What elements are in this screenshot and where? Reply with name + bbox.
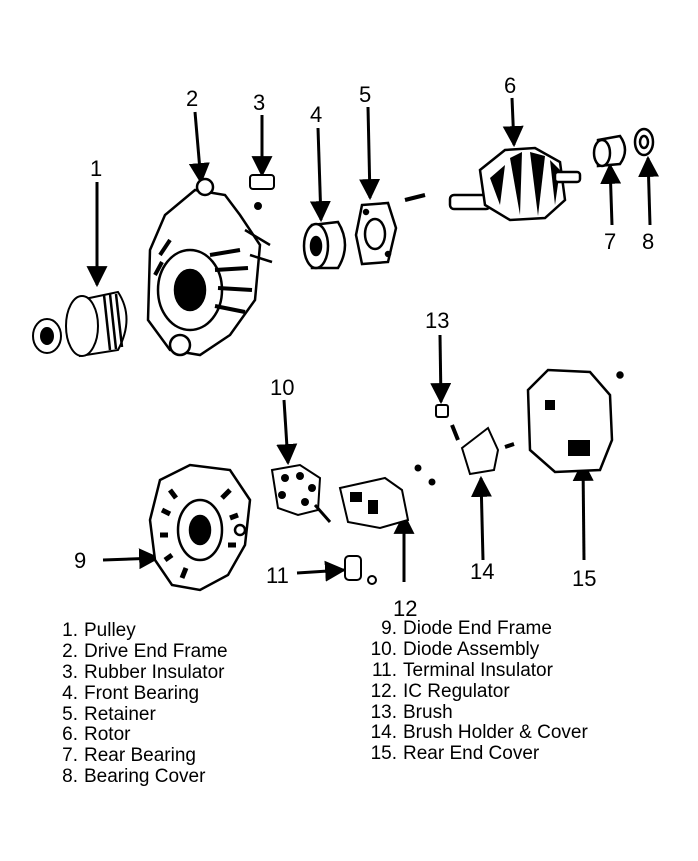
- rubber-insulator-part: [249, 174, 275, 210]
- screw-part: [404, 193, 426, 202]
- arrow-5: [359, 106, 381, 201]
- rear-end-cover-part: [526, 368, 624, 474]
- callout-13: 13: [425, 308, 450, 333]
- legend-right: 9.Diode End Frame 10.Diode Assembly 11.T…: [365, 618, 588, 764]
- brush-part: [435, 404, 460, 441]
- legend-item: 15.Rear End Cover: [370, 743, 540, 765]
- legend-item: 13.Brush: [370, 701, 453, 723]
- arrow-14: [470, 475, 492, 561]
- arrow-15: [572, 459, 594, 561]
- bearing-cover-part: [633, 127, 655, 157]
- callout-11: 11: [266, 563, 289, 588]
- ic-regulator-part: [338, 464, 436, 530]
- legend-item: 7.Rear Bearing: [62, 745, 196, 767]
- arrow-8: [638, 155, 660, 226]
- callout-5: 5: [359, 82, 372, 107]
- arrow-10: [276, 399, 298, 466]
- rotor-part: [448, 146, 582, 222]
- pulley-part: [32, 290, 128, 358]
- terminal-insulator-part: [344, 555, 377, 585]
- callout-7: 7: [604, 229, 617, 254]
- legend-left: 1.Pulley 2.Drive End Frame 3.Rubber Insu…: [46, 620, 228, 788]
- retainer-part: [354, 201, 398, 266]
- legend-item: 8.Bearing Cover: [62, 766, 206, 788]
- callout-1: 1: [90, 156, 103, 181]
- diode-end-frame-part: [148, 463, 252, 592]
- arrow-4: [309, 127, 331, 223]
- legend-item: 2.Drive End Frame: [62, 640, 228, 662]
- legend-item: 1.Pulley: [62, 620, 136, 641]
- legend-item: 4.Front Bearing: [62, 682, 200, 704]
- callout-9: 9: [74, 548, 87, 573]
- arrow-13: [430, 334, 452, 405]
- callout-6: 6: [504, 73, 517, 98]
- drive-end-frame-part: [146, 177, 273, 357]
- diode-assembly-part: [270, 463, 332, 523]
- legend-item: 10.Diode Assembly: [370, 638, 540, 660]
- callout-12: 12: [393, 596, 418, 621]
- rear-bearing-part: [592, 134, 627, 168]
- legend-item: 3.Rubber Insulator: [62, 661, 225, 683]
- arrow-6: [502, 97, 524, 148]
- front-bearing-part: [302, 220, 347, 270]
- callout-15: 15: [572, 566, 597, 591]
- arrow-2: [188, 111, 210, 185]
- callout-14: 14: [470, 559, 495, 584]
- callout-3: 3: [253, 90, 266, 115]
- legend-item: 11.Terminal Insulator: [371, 659, 553, 681]
- callout-10: 10: [270, 375, 295, 400]
- brush-holder-part: [460, 426, 515, 476]
- legend-item: 9.Diode End Frame: [381, 618, 552, 639]
- callout-4: 4: [310, 102, 323, 127]
- legend-item: 14.Brush Holder & Cover: [370, 722, 588, 744]
- exploded-parts-diagram: [32, 97, 660, 592]
- arrow-9: [102, 548, 161, 570]
- arrow-7: [600, 162, 622, 226]
- callout-8: 8: [642, 229, 655, 254]
- arrow-11: [296, 560, 347, 582]
- legend-item: 5.Retainer: [62, 703, 156, 725]
- legend-item: 12.IC Regulator: [370, 680, 510, 702]
- legend-item: 6.Rotor: [62, 724, 131, 746]
- callout-2: 2: [186, 86, 199, 111]
